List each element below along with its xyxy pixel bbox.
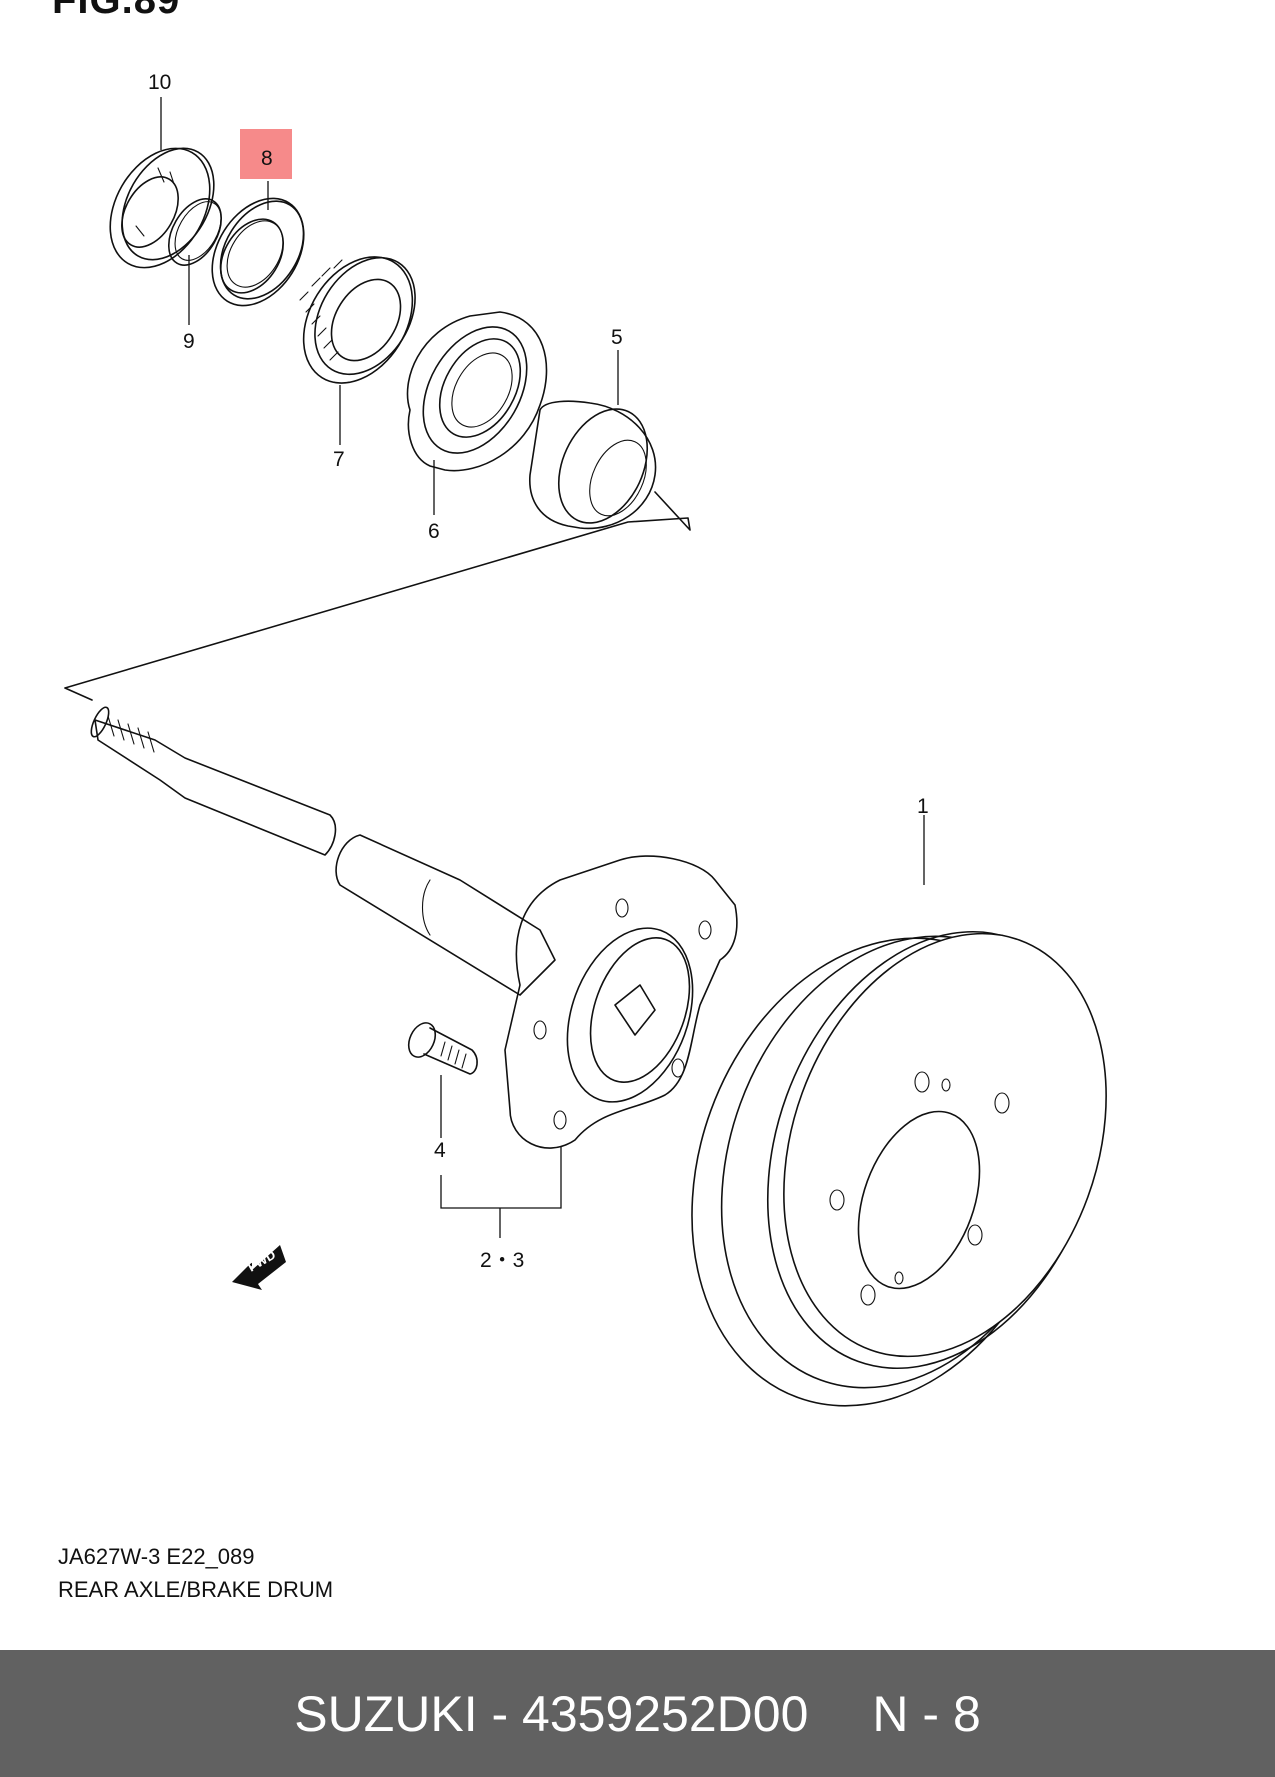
figure-name: REAR AXLE/BRAKE DRUM <box>58 1577 334 1602</box>
callout-2-3: 2・3 <box>480 1249 524 1272</box>
footer-qty: N - 8 <box>872 1685 981 1742</box>
figure-code: JA627W-3 E22_089 <box>58 1544 255 1569</box>
leader-2-3 <box>440 1147 562 1238</box>
part-7-bearing <box>299 256 416 384</box>
footer-bar: SUZUKI - 4359252D00 N - 8 <box>0 1650 1275 1777</box>
exploded-parts-diagram: FWD 10 8 9 7 6 5 1 4 2・3 <box>64 71 1107 1407</box>
callout-10: 10 <box>148 71 171 94</box>
part-8-oil-seal <box>211 197 305 307</box>
part-8-highlight <box>240 129 292 179</box>
part-4-wheel-stud <box>407 1022 478 1075</box>
fwd-arrow-icon: FWD <box>232 1245 286 1290</box>
callout-5: 5 <box>611 326 623 349</box>
callout-1: 1 <box>917 795 929 818</box>
part-5-cap <box>529 400 657 530</box>
part-10-seal <box>109 147 215 269</box>
figure-title: FIG.89 <box>52 0 181 22</box>
part-9-snap-ring <box>167 198 223 266</box>
callout-4: 4 <box>434 1139 446 1162</box>
footer-brand-part: SUZUKI - 4359252D00 <box>294 1685 809 1742</box>
footer-text: SUZUKI - 4359252D00 N - 8 <box>294 1685 981 1743</box>
callout-8: 8 <box>261 147 273 170</box>
part-2-3-axle-flange <box>504 855 738 1149</box>
axle-shaft <box>90 706 556 996</box>
part-1-brake-drum <box>691 930 1107 1407</box>
callout-7: 7 <box>333 448 345 471</box>
callout-9: 9 <box>183 330 195 353</box>
callout-6: 6 <box>428 520 440 543</box>
part-6-bearing-housing <box>406 311 548 472</box>
